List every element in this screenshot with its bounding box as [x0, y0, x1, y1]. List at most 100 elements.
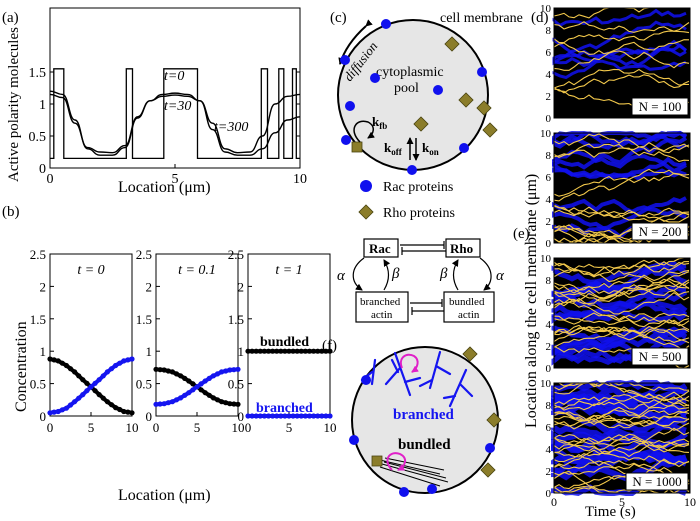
rho-diamond	[480, 462, 496, 478]
rho-trace	[553, 436, 690, 453]
series-marker-black	[227, 401, 233, 407]
series-marker-blue	[92, 380, 98, 386]
xtick-label: 0	[47, 420, 54, 435]
panel-a-yticks: 00.511.5	[29, 66, 300, 177]
ytick-label: 6	[546, 297, 552, 309]
rho-trace	[553, 326, 690, 351]
series-marker-bundled	[315, 348, 321, 354]
series-marker-bundled	[257, 348, 263, 354]
ytick-label: 0	[546, 113, 552, 125]
series-marker-branched	[311, 413, 317, 419]
series-marker-blue	[96, 377, 102, 383]
rac-trace	[551, 326, 688, 355]
rac-box	[363, 238, 399, 258]
series-marker-bundled	[253, 348, 259, 354]
ytick-label: 10	[540, 3, 552, 15]
series-marker-branched	[270, 413, 276, 419]
rac-trace	[552, 20, 687, 63]
rho-trace	[553, 68, 690, 89]
series-marker-bundled	[306, 348, 313, 354]
rho-trace	[553, 259, 690, 276]
rho-diamond	[462, 346, 478, 362]
legend-rac-marker	[360, 180, 372, 192]
panel-f: (f) branched bundled	[322, 338, 502, 497]
kon-label: kon	[422, 140, 439, 157]
series-marker-black	[47, 356, 53, 362]
series-marker-bundled	[249, 348, 255, 354]
curve-label-t30: t=30	[164, 99, 191, 114]
series-marker-blue	[190, 387, 196, 393]
beta-left-arrow	[383, 259, 391, 291]
series-marker-blue	[117, 360, 123, 366]
rac-dot	[485, 443, 495, 453]
series-marker-blue	[169, 399, 175, 405]
ytick-label: 4	[546, 194, 552, 206]
series-marker-blue	[235, 366, 241, 372]
ytick-label: 0.5	[136, 377, 152, 392]
series-marker-bundled	[294, 348, 300, 354]
series-marker-bundled	[261, 348, 267, 354]
series-marker-black	[84, 380, 90, 386]
series-marker-blue	[113, 362, 119, 369]
ytick-label: 0.5	[228, 377, 244, 392]
rho-trace	[553, 50, 690, 71]
subplot-title: t = 1	[275, 263, 302, 278]
xtick-label: 5	[88, 420, 95, 435]
series-marker-black	[235, 401, 241, 407]
n-label: N = 1000	[632, 474, 681, 489]
ytick-label: 1.5	[29, 66, 47, 81]
rho-trace	[553, 482, 690, 494]
xtick-label: 0	[551, 495, 557, 509]
xtick-label: 10	[232, 420, 245, 435]
series-marker-blue	[125, 357, 131, 363]
panel-b-label: (b)	[2, 204, 20, 220]
series-marker-blue	[104, 369, 110, 375]
subplot-title: t = 0.1	[178, 263, 216, 278]
series-marker-branched	[294, 413, 300, 419]
ytick-label: 0	[546, 363, 552, 375]
series-marker-black	[121, 408, 127, 415]
xtick-label: 5	[194, 420, 201, 435]
series-marker-branched	[282, 413, 288, 419]
rac-trace	[551, 308, 688, 324]
series-marker-blue	[88, 384, 94, 390]
ytick-label: 0	[40, 409, 47, 424]
series-marker-branched	[319, 413, 325, 419]
series-marker-black	[125, 409, 131, 415]
beta-right-arrow	[451, 259, 459, 291]
ytick-label: 0	[546, 488, 552, 500]
ytick-label: 10	[540, 128, 552, 140]
ytick-label: 10	[540, 253, 552, 265]
series-marker-blue	[227, 367, 233, 373]
xtick-label: 10	[126, 420, 139, 435]
series-marker-blue	[198, 381, 204, 387]
series-marker-black	[165, 368, 171, 374]
series-marker-black	[182, 375, 188, 381]
series-marker-black	[63, 362, 69, 369]
panel-a-curves	[50, 68, 300, 160]
series-marker-bundled	[319, 348, 325, 354]
series-marker-black	[113, 405, 119, 411]
xtick-label: 10	[684, 495, 696, 509]
panel-c-label: (c)	[330, 10, 347, 26]
rho-trace	[553, 288, 690, 302]
kfb-label: kfb	[372, 114, 387, 131]
ytick-label: 0	[546, 238, 552, 250]
series-marker-branched	[290, 413, 296, 419]
panel-d-label: (d)	[531, 10, 549, 26]
series-marker-black	[173, 371, 180, 377]
ytick-label: 6	[546, 422, 552, 434]
series-marker-blue	[51, 409, 57, 415]
panel-d-ylabel: Location along the cell membrane (μm)	[523, 174, 540, 428]
xtick-label: 0	[47, 172, 54, 187]
series-marker-branched	[257, 413, 263, 419]
xtick-label: 10	[293, 172, 307, 187]
panel-a-axes	[49, 7, 301, 169]
ytick-label: 2.5	[228, 247, 244, 262]
panel-a-xlabel: Location (μm)	[118, 179, 211, 196]
series-marker-black	[219, 399, 225, 405]
ytick-label: 2	[546, 341, 552, 353]
panel-a: (a) Active polarity molecules 00.511.5 0…	[2, 7, 307, 196]
